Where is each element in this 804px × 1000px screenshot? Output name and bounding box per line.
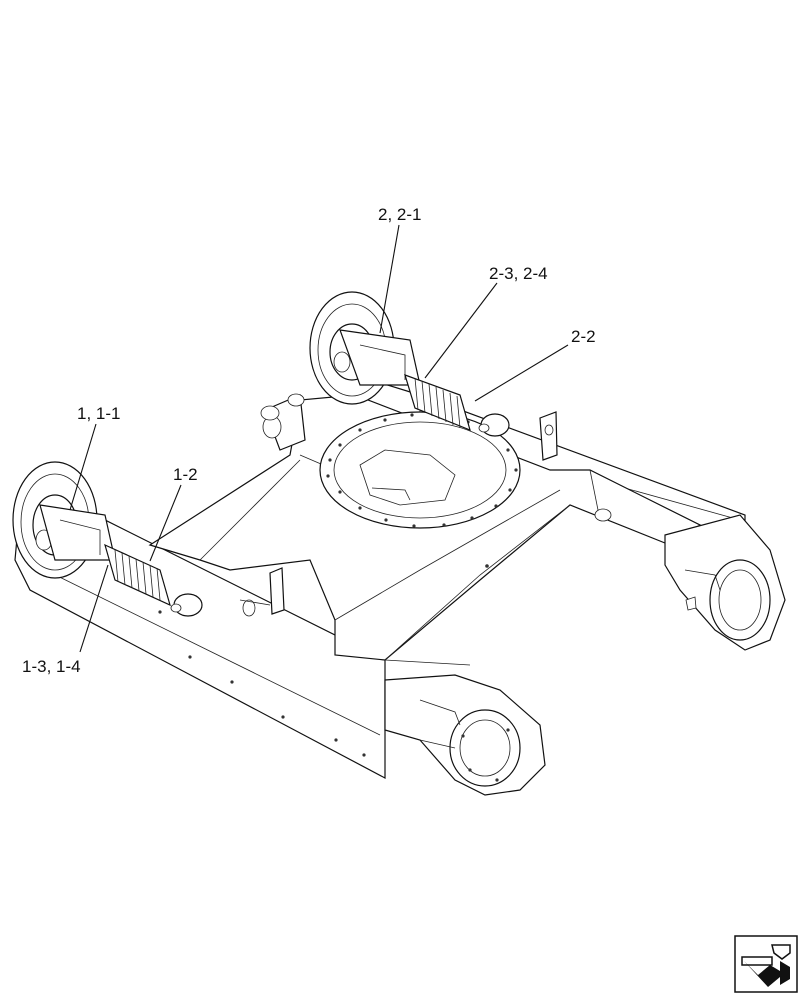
callout-2-3-2-4: 2-3, 2-4 (489, 264, 548, 283)
drive-motor-housing-rear (664, 514, 786, 651)
drive-motor-housing-front (384, 674, 546, 796)
tension-spring-2 (404, 374, 510, 437)
callout-2-2-1: 2, 2-1 (378, 205, 422, 224)
tension-spring-1 (104, 543, 203, 617)
callout-1-2: 1-2 (173, 465, 198, 484)
callout-2-2: 2-2 (571, 327, 596, 346)
swing-bearing (319, 411, 521, 529)
track-brackets (239, 411, 558, 617)
idler-wheel-1 (12, 461, 116, 579)
next-page-icon[interactable] (734, 935, 798, 993)
callout-1-3-1-4: 1-3, 1-4 (22, 657, 81, 676)
idler-wheel-2 (309, 291, 421, 405)
callout-1-1-1: 1, 1-1 (77, 404, 121, 423)
blade-pivot-bosses (260, 393, 306, 451)
leader-lines (69, 224, 569, 653)
